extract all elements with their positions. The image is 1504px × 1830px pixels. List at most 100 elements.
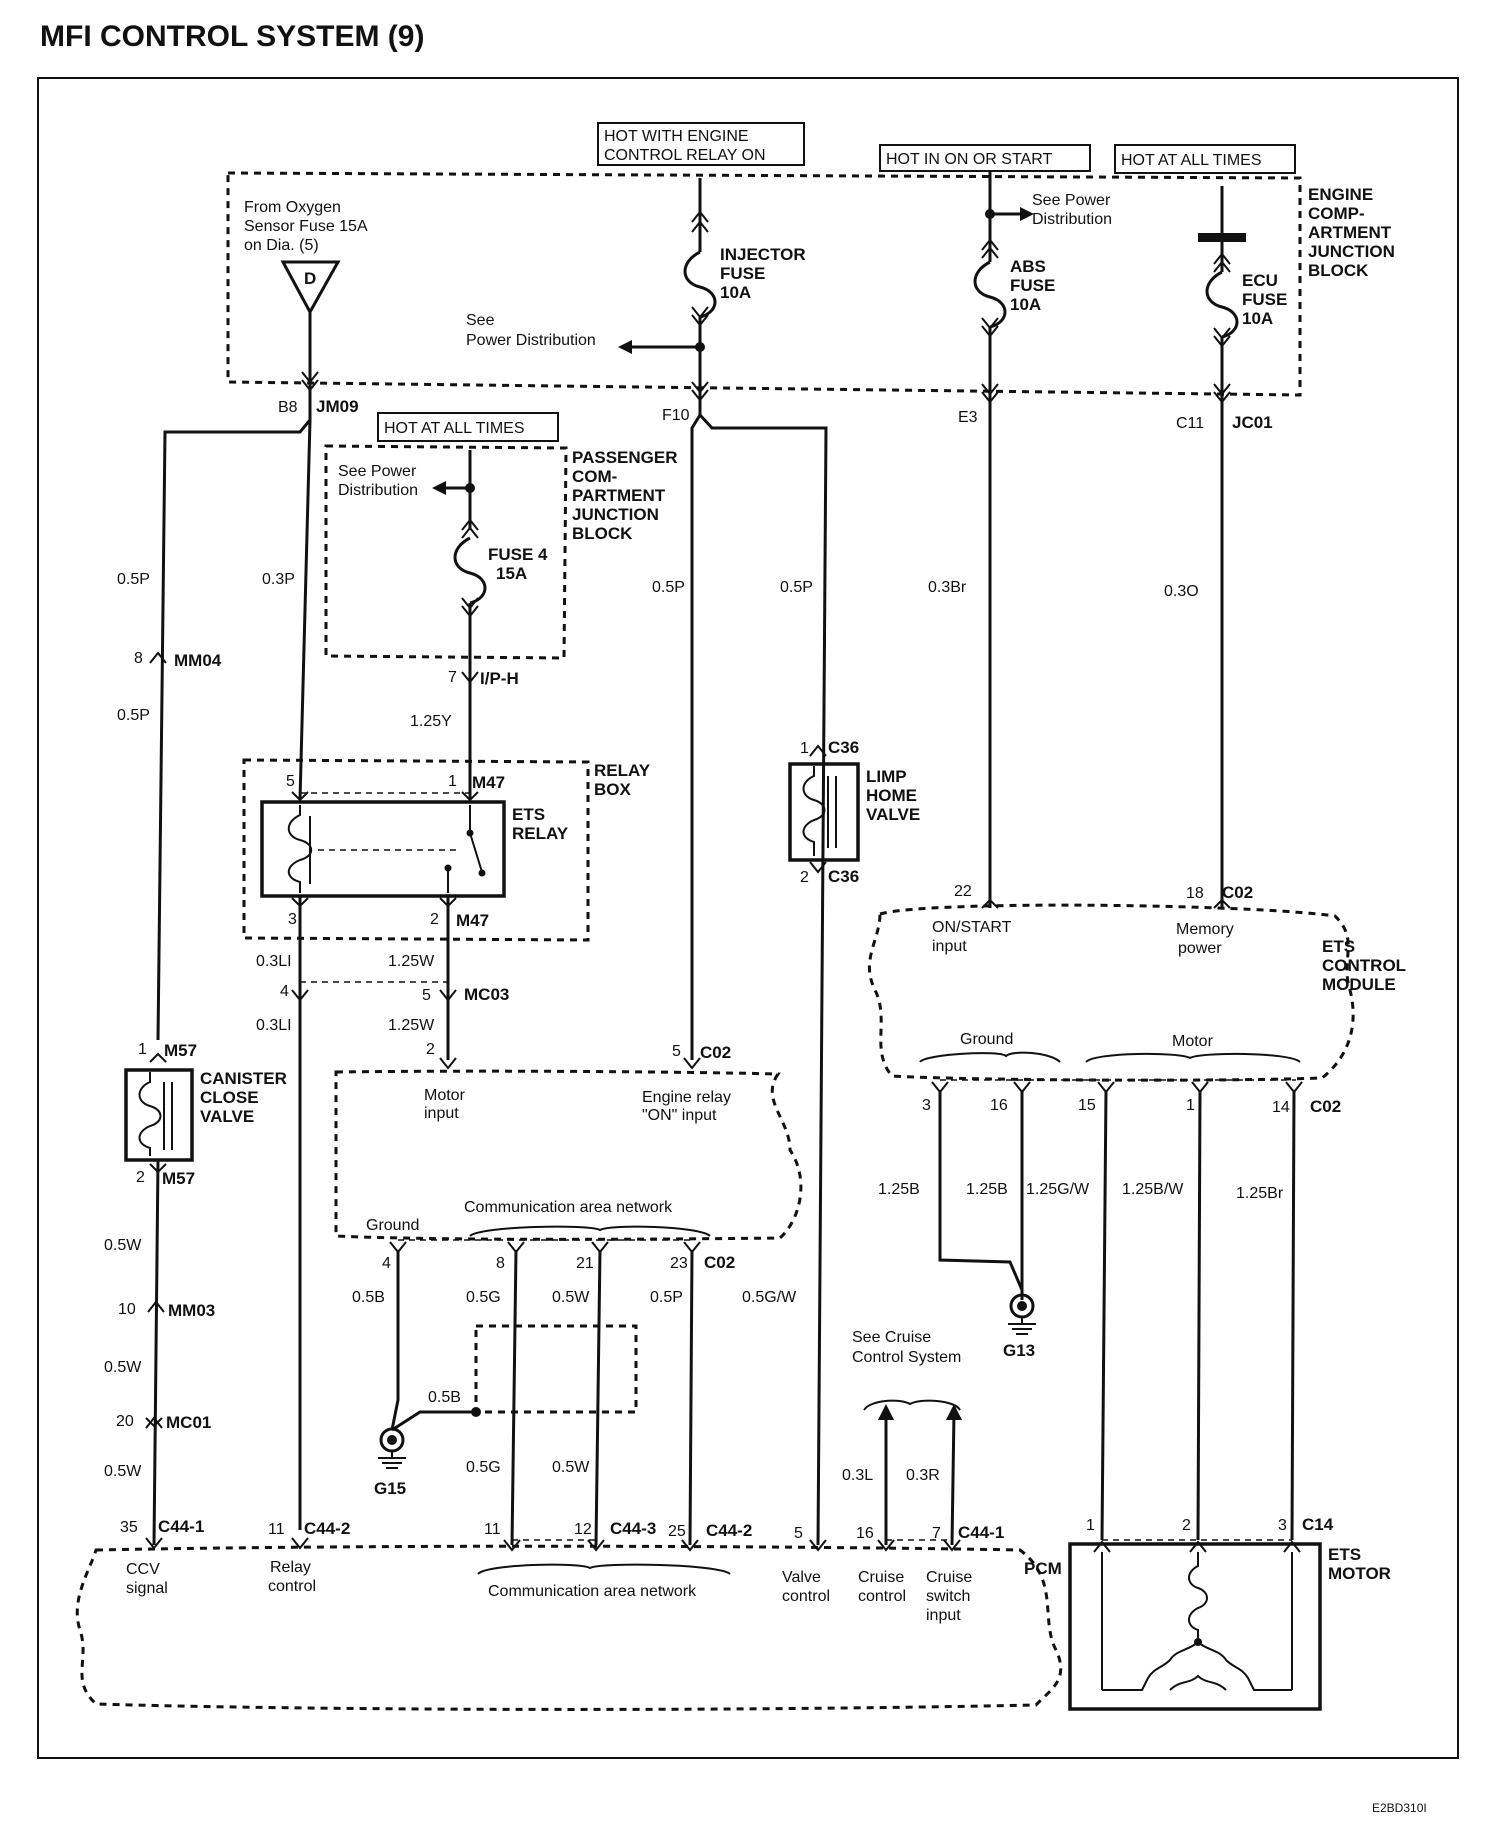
svg-text:See Cruise: See Cruise bbox=[852, 1329, 931, 1346]
svg-text:5: 5 bbox=[794, 1525, 803, 1542]
svg-text:BOX: BOX bbox=[594, 780, 632, 799]
svg-text:1: 1 bbox=[1086, 1517, 1095, 1534]
svg-text:0.5B: 0.5B bbox=[428, 1389, 461, 1406]
svg-text:C44-1: C44-1 bbox=[158, 1517, 204, 1536]
svg-text:control: control bbox=[858, 1588, 906, 1605]
svg-text:Valve: Valve bbox=[782, 1569, 821, 1586]
svg-text:M57: M57 bbox=[164, 1041, 197, 1060]
svg-text:12: 12 bbox=[574, 1521, 592, 1538]
svg-text:CCV: CCV bbox=[126, 1561, 160, 1578]
svg-text:35: 35 bbox=[120, 1519, 138, 1536]
svg-text:Cruise: Cruise bbox=[926, 1569, 972, 1586]
svg-text:3: 3 bbox=[922, 1097, 931, 1114]
ets-control-module: ETS CONTROL MODULE ON/START input Memory… bbox=[867, 903, 1406, 1082]
svg-text:0.5W: 0.5W bbox=[104, 1359, 142, 1376]
c02-module-top-connector: 22 18 C02 bbox=[954, 883, 1253, 909]
pcm-module: PCM CCV signal Relay control Communicati… bbox=[75, 1544, 1063, 1711]
svg-text:1.25Y: 1.25Y bbox=[410, 713, 452, 730]
svg-text:BLOCK: BLOCK bbox=[572, 524, 633, 543]
svg-text:ARTMENT: ARTMENT bbox=[1308, 223, 1392, 242]
svg-text:power: power bbox=[1178, 940, 1222, 957]
injector-fuse: INJECTOR FUSE 10A See Power Distribution bbox=[466, 178, 806, 415]
svg-text:11: 11 bbox=[484, 1521, 501, 1538]
svg-text:MC03: MC03 bbox=[464, 985, 509, 1004]
svg-text:COM-: COM- bbox=[572, 467, 617, 486]
hot-on-start-label: HOT IN ON OR START bbox=[879, 144, 1091, 172]
svg-text:G13: G13 bbox=[1003, 1341, 1035, 1360]
svg-text:VALVE: VALVE bbox=[866, 805, 920, 824]
g13-ground: G13 bbox=[1003, 1293, 1036, 1360]
svg-text:0.3Br: 0.3Br bbox=[928, 579, 967, 596]
svg-text:I/P-H: I/P-H bbox=[480, 669, 519, 688]
svg-text:HOT IN ON OR START: HOT IN ON OR START bbox=[886, 151, 1052, 168]
hot-all-times-pass-label: HOT AT ALL TIMES bbox=[377, 412, 559, 442]
engine-relay-on-wire bbox=[690, 414, 702, 1060]
iph-connector: 7 I/P-H bbox=[448, 669, 519, 688]
svg-text:signal: signal bbox=[126, 1580, 168, 1597]
c02-module-bottom-connector: 3 16 15 1 14 C02 bbox=[922, 1079, 1341, 1116]
relay-box: RELAY BOX 5 1 M47 bbox=[242, 758, 651, 942]
ets-motor: ETS MOTOR 1 2 3 C14 bbox=[1068, 1515, 1391, 1711]
svg-text:CONTROL: CONTROL bbox=[1322, 956, 1406, 975]
svg-text:16: 16 bbox=[856, 1525, 874, 1542]
svg-text:See Power: See Power bbox=[338, 463, 417, 480]
svg-text:Memory: Memory bbox=[1176, 921, 1234, 938]
engine-junction-block: ENGINE COMP- ARTMENT JUNCTION BLOCK bbox=[226, 171, 1395, 397]
svg-text:MC01: MC01 bbox=[166, 1413, 211, 1432]
svg-text:Distribution: Distribution bbox=[1032, 211, 1112, 228]
canister-close-valve: 1 M57 2 M57 CANISTER CLOSE VALVE bbox=[124, 1041, 287, 1188]
hot-engine-relay-label: HOT WITH ENGINE CONTROL RELAY ON bbox=[597, 122, 805, 166]
figure-code: E2BD310I bbox=[1372, 1801, 1427, 1815]
svg-text:M57: M57 bbox=[162, 1169, 195, 1188]
svg-text:11: 11 bbox=[268, 1521, 285, 1538]
svg-text:23: 23 bbox=[670, 1255, 688, 1272]
svg-text:2: 2 bbox=[1182, 1517, 1191, 1534]
svg-text:control: control bbox=[782, 1588, 830, 1605]
svg-text:5: 5 bbox=[672, 1043, 681, 1060]
relay-contacts bbox=[291, 791, 479, 908]
svg-text:input: input bbox=[926, 1607, 961, 1624]
svg-text:1.25W: 1.25W bbox=[388, 953, 435, 970]
limp-home-wire bbox=[698, 413, 828, 1546]
diagram-frame bbox=[37, 77, 1459, 1759]
svg-text:FUSE 4: FUSE 4 bbox=[488, 545, 548, 564]
svg-text:C36: C36 bbox=[828, 738, 859, 757]
svg-text:HOT AT ALL TIMES: HOT AT ALL TIMES bbox=[1121, 152, 1262, 169]
svg-text:8: 8 bbox=[134, 650, 143, 667]
ecu-fuse: ECU FUSE 10A bbox=[1198, 186, 1287, 908]
svg-text:1.25B: 1.25B bbox=[966, 1181, 1008, 1198]
svg-text:ETS: ETS bbox=[1322, 937, 1355, 956]
svg-text:Control System: Control System bbox=[852, 1349, 961, 1366]
svg-text:21: 21 bbox=[576, 1255, 594, 1272]
svg-text:7: 7 bbox=[932, 1525, 941, 1542]
svg-text:10A: 10A bbox=[1010, 295, 1041, 314]
svg-text:HOT WITH ENGINE: HOT WITH ENGINE bbox=[604, 128, 749, 145]
svg-text:PASSENGER: PASSENGER bbox=[572, 448, 678, 467]
svg-text:FUSE: FUSE bbox=[1010, 276, 1055, 295]
svg-text:22: 22 bbox=[954, 883, 972, 900]
ets-relay: ETS RELAY 3 2 M47 bbox=[260, 792, 569, 930]
svg-text:0.3LI: 0.3LI bbox=[256, 1017, 292, 1034]
svg-text:See: See bbox=[466, 312, 495, 329]
svg-text:FUSE: FUSE bbox=[720, 264, 765, 283]
svg-text:ON/START: ON/START bbox=[932, 919, 1012, 936]
svg-text:INJECTOR: INJECTOR bbox=[720, 245, 806, 264]
svg-text:See Power: See Power bbox=[1032, 192, 1111, 209]
svg-text:10A: 10A bbox=[1242, 309, 1273, 328]
svg-text:input: input bbox=[932, 938, 967, 955]
svg-text:Motor: Motor bbox=[424, 1087, 466, 1104]
svg-text:10: 10 bbox=[118, 1301, 136, 1318]
module-ground-wires bbox=[938, 1090, 1024, 1300]
passenger-junction-block: PASSENGER COM- PARTMENT JUNCTION BLOCK S… bbox=[324, 444, 678, 660]
svg-text:HOME: HOME bbox=[866, 786, 917, 805]
svg-text:25: 25 bbox=[668, 1523, 686, 1540]
svg-text:Communication area network: Communication area network bbox=[488, 1583, 697, 1600]
svg-text:0.3LI: 0.3LI bbox=[256, 953, 292, 970]
svg-text:Sensor Fuse 15A: Sensor Fuse 15A bbox=[244, 218, 368, 235]
mc03-connector: 4 5 MC03 bbox=[280, 981, 509, 1004]
svg-text:F10: F10 bbox=[662, 407, 690, 424]
svg-text:15A: 15A bbox=[496, 564, 527, 583]
logic-unit-wires bbox=[390, 1249, 694, 1546]
svg-text:0.3L: 0.3L bbox=[842, 1467, 873, 1484]
